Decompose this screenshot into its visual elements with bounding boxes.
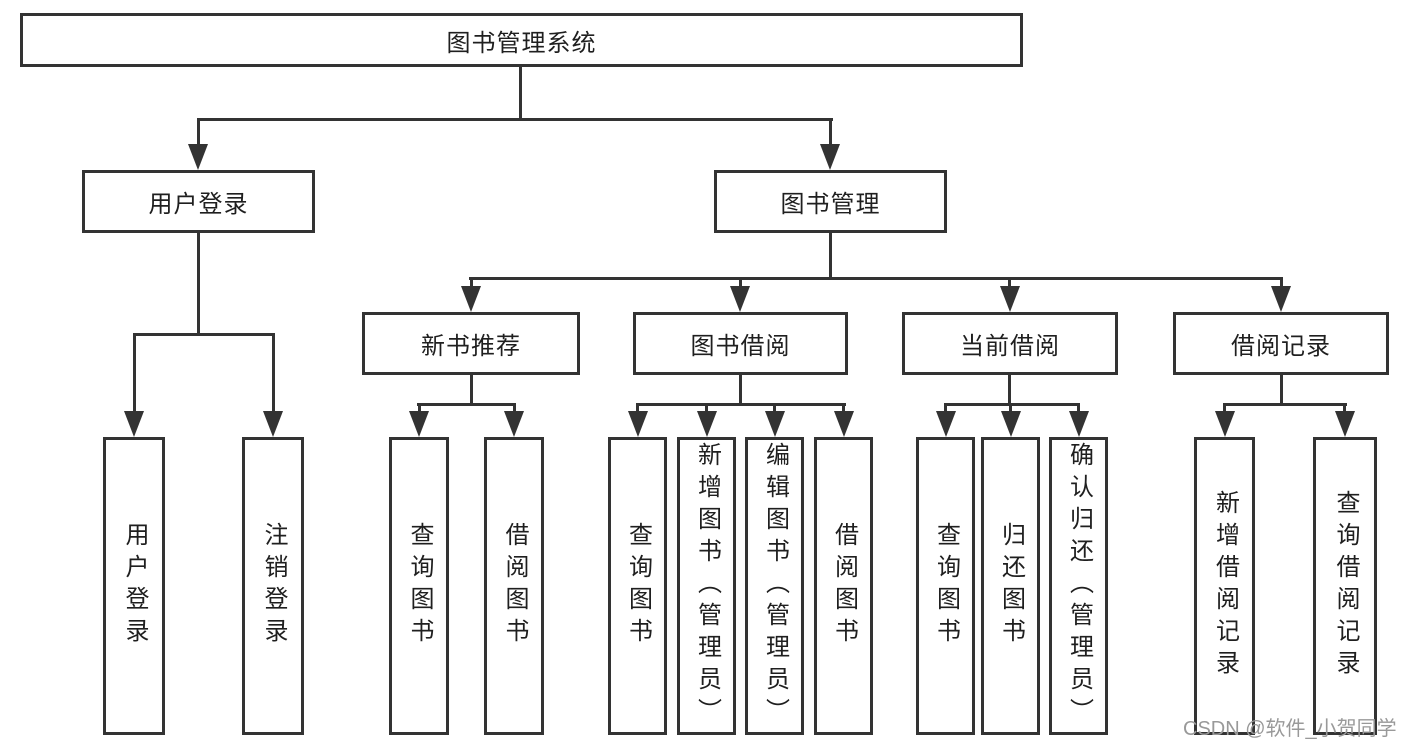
connector-to-borrowing [739,279,742,288]
node-leaf-user-login: 用户登录 [103,437,165,735]
connector-bookmgmt-branch [469,277,1283,280]
connector-root-to-userlogin [197,120,200,146]
connector-newbook-stem [470,375,473,405]
connector-current-branch [944,403,1080,406]
node-leaf-return-books-label: 归还图书 [997,522,1025,650]
node-leaf-query-borrow-record: 查询借阅记录 [1313,437,1377,735]
arrowhead-records-leaf2 [1335,411,1355,437]
node-leaf-borrow-books-recommend: 借阅图书 [484,437,544,735]
node-user-login: 用户登录 [82,170,315,233]
node-leaf-query-books-recommend-label: 查询图书 [406,522,433,650]
node-root-label: 图书管理系统 [446,29,597,57]
node-leaf-user-login-label: 用户登录 [121,522,148,650]
node-leaf-confirm-return-admin: 确认归还（管理员） [1049,437,1108,735]
arrowhead-borrowing [730,286,750,312]
connector-to-newbook [470,279,473,288]
node-book-management-label: 图书管理 [780,191,881,218]
node-leaf-add-borrow-record: 新增借阅记录 [1194,437,1255,735]
connector-current-stem [1008,375,1011,405]
connector-newbook-leaf2 [513,405,516,413]
node-user-login-label: 用户登录 [148,191,249,218]
node-leaf-confirm-return-admin-label: 确认归还（管理员） [1065,442,1093,730]
arrowhead-current [1000,286,1020,312]
connector-borrowing-leaf4 [842,405,845,413]
node-leaf-add-books-admin: 新增图书（管理员） [677,437,736,735]
node-new-book-recommend-label: 新书推荐 [421,333,521,360]
connector-to-current [1008,279,1011,288]
connector-records-stem [1280,375,1283,405]
node-leaf-edit-books-admin-label: 编辑图书（管理员） [761,442,789,730]
node-leaf-query-books-borrowing-label: 查询图书 [624,522,652,650]
connector-records-leaf2 [1343,405,1346,413]
node-current-borrowing-label: 当前借阅 [960,333,1060,360]
connector-borrowing-leaf3 [773,405,776,413]
node-leaf-add-borrow-record-label: 新增借阅记录 [1211,490,1239,682]
arrowhead-bookmgmt [820,144,840,170]
connector-records-leaf1 [1223,405,1226,413]
node-leaf-add-books-admin-label: 新增图书（管理员） [693,442,721,730]
connector-bookmgmt-stem [829,233,832,279]
node-leaf-query-books-current-label: 查询图书 [932,522,960,650]
arrowhead-records-leaf1 [1215,411,1235,437]
arrowhead-newbook-leaf1 [409,411,429,437]
connector-root-to-bookmgmt [829,120,832,146]
node-leaf-borrow-books-label: 借阅图书 [830,522,858,650]
connector-to-records [1280,279,1283,288]
node-book-borrowing-label: 图书借阅 [690,333,791,360]
connector-borrowing-stem [739,375,742,405]
arrowhead-borrowing-leaf2 [697,411,717,437]
node-leaf-logout: 注销登录 [242,437,304,735]
node-borrowing-records: 借阅记录 [1173,312,1389,375]
node-current-borrowing: 当前借阅 [902,312,1118,375]
connector-borrowing-leaf2 [705,405,708,413]
arrowhead-userlogin [188,144,208,170]
arrowhead-borrowing-leaf3 [765,411,785,437]
connector-newbook-leaf1 [418,405,421,413]
connector-root-stem [519,67,522,120]
arrowhead-records [1271,286,1291,312]
arrowhead-borrowing-leaf4 [834,411,854,437]
node-new-book-recommend: 新书推荐 [362,312,580,375]
watermark: CSDN @软件_小贺同学 [1183,718,1397,740]
arrowhead-borrowing-leaf1 [628,411,648,437]
node-leaf-borrow-books: 借阅图书 [814,437,873,735]
node-leaf-edit-books-admin: 编辑图书（管理员） [745,437,804,735]
arrowhead-current-leaf2 [1001,411,1021,437]
node-leaf-logout-label: 注销登录 [260,522,287,650]
node-leaf-query-books-recommend: 查询图书 [389,437,449,735]
arrowhead-logout-leaf [263,411,283,437]
connector-userlogin-branch [133,333,275,336]
connector-records-branch [1223,403,1347,406]
connector-root-branch [197,118,833,121]
node-leaf-query-books-current: 查询图书 [916,437,975,735]
arrowhead-newbook-leaf2 [504,411,524,437]
connector-newbook-branch [417,403,516,406]
connector-borrowing-branch [636,403,846,406]
connector-current-leaf2 [1009,405,1012,413]
arrowhead-current-leaf3 [1069,411,1089,437]
arrowhead-newbook [461,286,481,312]
node-leaf-query-books-borrowing: 查询图书 [608,437,667,735]
connector-borrowing-leaf1 [636,405,639,413]
node-leaf-return-books: 归还图书 [981,437,1040,735]
connector-current-leaf3 [1077,405,1080,413]
node-book-management: 图书管理 [714,170,947,233]
node-root: 图书管理系统 [20,13,1023,67]
node-leaf-borrow-books-recommend-label: 借阅图书 [501,522,528,650]
connector-userlogin-stem [197,233,200,335]
arrowhead-login-leaf [124,411,144,437]
node-borrowing-records-label: 借阅记录 [1231,333,1331,360]
node-book-borrowing: 图书借阅 [633,312,848,375]
connector-to-logout-leaf [272,335,275,413]
arrowhead-current-leaf1 [936,411,956,437]
connector-current-leaf1 [944,405,947,413]
connector-to-login-leaf [133,335,136,413]
node-leaf-query-borrow-record-label: 查询借阅记录 [1332,490,1359,682]
